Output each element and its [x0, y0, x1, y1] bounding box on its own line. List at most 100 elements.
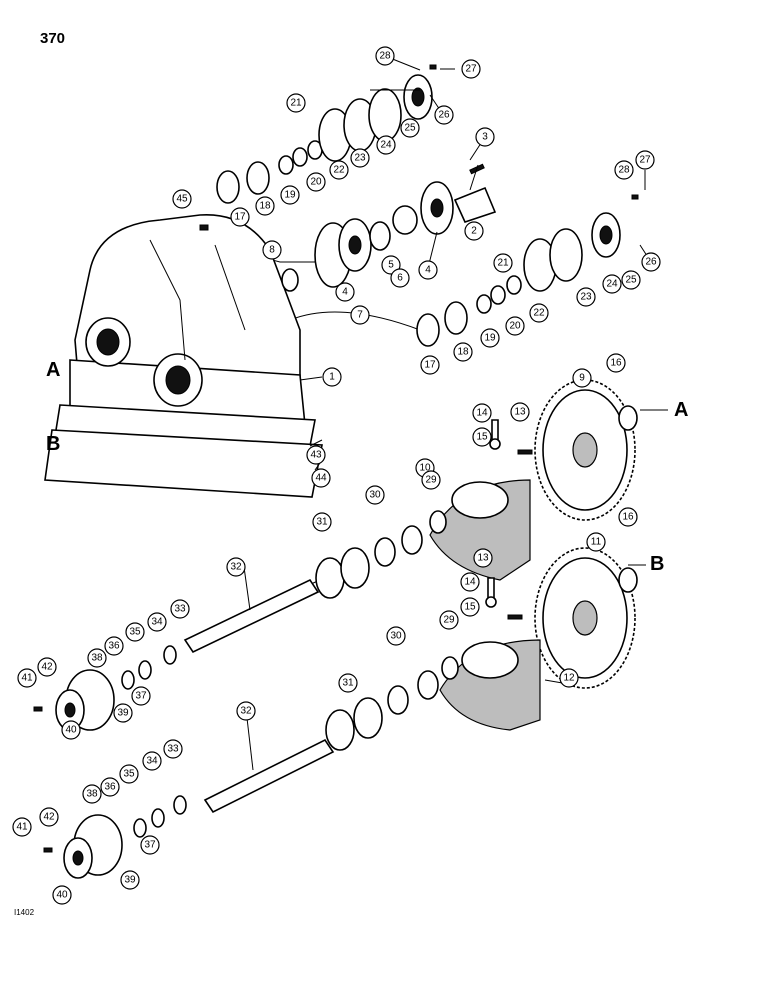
callout-circle	[421, 470, 441, 490]
callout-26: 26	[434, 105, 454, 125]
callout-circle	[113, 703, 133, 723]
callout-31-2: 31	[338, 673, 358, 693]
callout-label: 18	[259, 201, 271, 212]
callout-circle	[390, 268, 410, 288]
callout-label: 44	[315, 473, 327, 484]
callout-circle	[460, 572, 480, 592]
callout-7: 7	[350, 305, 370, 325]
callout-label: 32	[240, 706, 252, 717]
callout-25-2: 25	[621, 270, 641, 290]
callout-15-2: 15	[460, 597, 480, 617]
callout-label: 18	[457, 347, 469, 358]
callout-label: 28	[379, 51, 391, 62]
section-letter-b-left: B	[46, 433, 60, 455]
callout-label: 34	[151, 617, 163, 628]
callout-label: 22	[333, 165, 345, 176]
callout-37: 37	[131, 686, 151, 706]
callout-label: 42	[41, 662, 53, 673]
callout-label: 13	[477, 553, 489, 564]
callout-circle	[460, 597, 480, 617]
callout-circle	[641, 252, 661, 272]
callout-label: 23	[580, 292, 592, 303]
callout-5: 5	[381, 255, 401, 275]
callout-circle	[365, 485, 385, 505]
callout-label: 14	[464, 577, 476, 588]
callout-34-2: 34	[142, 751, 162, 771]
callout-33-2: 33	[163, 739, 183, 759]
callout-28-2: 28	[614, 160, 634, 180]
callout-21: 21	[286, 93, 306, 113]
section-letter-b-right: B	[650, 553, 664, 575]
callout-1: 1	[322, 367, 342, 387]
callout-label: 26	[438, 110, 450, 121]
callout-label: 41	[21, 673, 33, 684]
callout-42-2: 42	[39, 807, 59, 827]
callout-label: 4	[425, 265, 431, 276]
callout-label: 25	[625, 275, 637, 286]
callout-34: 34	[147, 612, 167, 632]
callout-circle	[529, 303, 549, 323]
callout-43: 43	[306, 445, 326, 465]
callout-label: 43	[310, 450, 322, 461]
callout-circle	[37, 657, 57, 677]
callout-circle	[461, 59, 481, 79]
callout-label: 15	[476, 432, 488, 443]
callout-label: 25	[404, 123, 416, 134]
section-letter-a-left: A	[46, 359, 60, 381]
callout-label: 20	[310, 177, 322, 188]
callout-29: 29	[421, 470, 441, 490]
callout-label: 21	[290, 98, 302, 109]
callout-32-2: 32	[236, 701, 256, 721]
callout-circle	[505, 316, 525, 336]
callout-label: 35	[129, 627, 141, 638]
callout-4: 4	[418, 260, 438, 280]
callout-3: 3	[475, 127, 495, 147]
callout-circle	[61, 720, 81, 740]
callout-23: 23	[350, 148, 370, 168]
callout-label: 32	[230, 562, 242, 573]
callout-28: 28	[375, 46, 395, 66]
callout-label: 33	[167, 744, 179, 755]
callout-circle	[418, 260, 438, 280]
callout-circle	[480, 328, 500, 348]
callout-circle	[559, 668, 579, 688]
callout-label: 34	[146, 756, 158, 767]
callout-circle	[163, 739, 183, 759]
callout-21-2: 21	[493, 253, 513, 273]
callout-label: 17	[234, 212, 246, 223]
callout-label: 13	[514, 407, 526, 418]
callout-label: 39	[117, 708, 129, 719]
callout-38-2: 38	[82, 784, 102, 804]
callout-label: 19	[484, 333, 496, 344]
section-letter-a-right: A	[674, 399, 688, 421]
callout-19: 19	[280, 185, 300, 205]
callout-label: 10	[419, 463, 431, 474]
callout-36: 36	[104, 636, 124, 656]
upper-shaft-components	[216, 74, 497, 292]
callout-circle	[453, 342, 473, 362]
callout-23-2: 23	[576, 287, 596, 307]
callout-circle	[120, 870, 140, 890]
callout-label: 31	[316, 517, 328, 528]
callout-41-2: 41	[12, 817, 32, 837]
callout-circle	[52, 885, 72, 905]
callout-circle	[311, 468, 331, 488]
callout-label: 27	[465, 64, 477, 75]
callout-label: 17	[424, 360, 436, 371]
callout-label: 15	[464, 602, 476, 613]
callout-circle	[280, 185, 300, 205]
callout-label: 23	[354, 153, 366, 164]
callout-circle	[572, 368, 592, 388]
callout-24-2: 24	[602, 274, 622, 294]
callout-label: 42	[43, 812, 55, 823]
callout-42: 42	[37, 657, 57, 677]
callout-circle	[375, 46, 395, 66]
callout-35: 35	[125, 622, 145, 642]
callout-label: 26	[645, 257, 657, 268]
callout-label: 45	[176, 194, 188, 205]
callout-circle	[376, 135, 396, 155]
callout-label: 14	[476, 408, 488, 419]
callout-label: 37	[135, 691, 147, 702]
callout-label: 36	[104, 782, 116, 793]
